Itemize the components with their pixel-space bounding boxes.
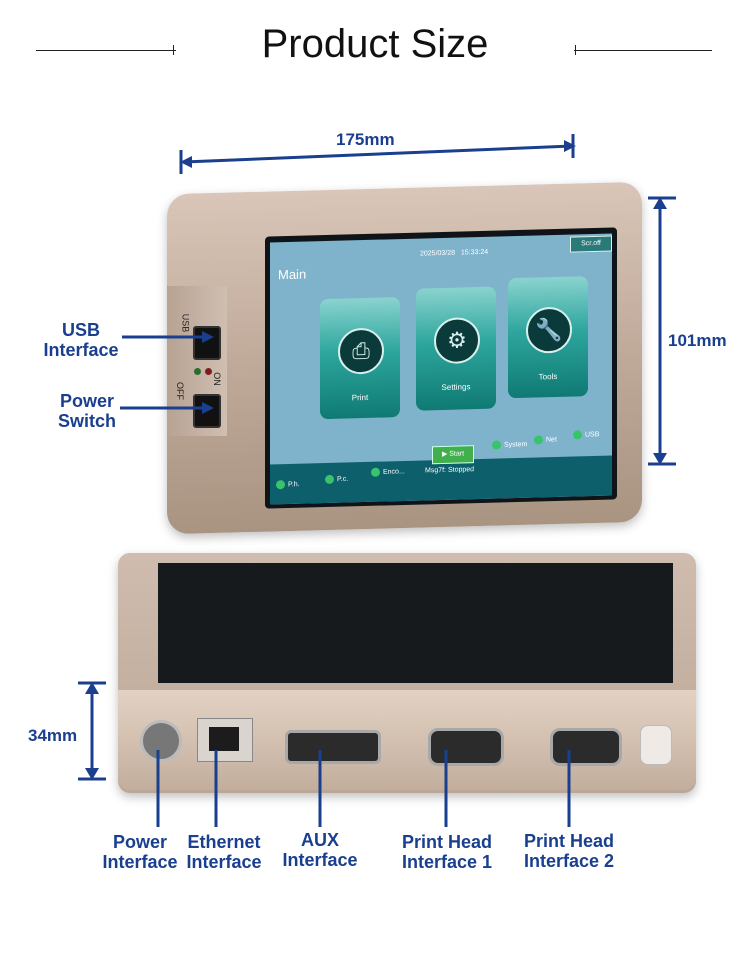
power-switch-line1: Power bbox=[59, 391, 115, 411]
width-arrow bbox=[179, 134, 576, 174]
status-ph-label: P.h. bbox=[288, 481, 300, 489]
power-switch-label: Power Switch bbox=[54, 391, 120, 431]
tile-print[interactable]: ⎙ Print bbox=[320, 297, 400, 420]
start-button[interactable]: ▶ Start bbox=[432, 445, 474, 465]
printhead2-line1: Print Head bbox=[523, 831, 615, 851]
check-icon bbox=[371, 467, 380, 477]
power-interface-line1: Power bbox=[112, 832, 168, 852]
screen-title: Main bbox=[278, 266, 307, 283]
gear-icon: ⚙ bbox=[434, 316, 480, 365]
ethernet-interface-line2: Interface bbox=[186, 852, 262, 872]
check-icon bbox=[573, 430, 582, 440]
antenna-mount bbox=[640, 725, 672, 765]
status-usb-label: USB bbox=[585, 431, 600, 439]
wrench-icon: 🔧 bbox=[526, 306, 572, 354]
tile-tools-label: Tools bbox=[538, 371, 558, 382]
tile-print-label: Print bbox=[351, 392, 369, 403]
depth-arrow bbox=[78, 681, 106, 781]
header-left-rule bbox=[36, 50, 176, 51]
printhead-connector-2 bbox=[550, 728, 622, 766]
screen-time: 15:33:24 bbox=[460, 248, 489, 257]
status-pc: P.c. bbox=[325, 474, 349, 485]
interface-arrows bbox=[156, 750, 571, 827]
aux-interface-line1: AUX bbox=[300, 830, 339, 850]
power-switch-line2: Switch bbox=[57, 411, 116, 431]
touch-display: Main 2025/03/28 15:33:24 Scr.off ⎙ Print… bbox=[270, 233, 612, 505]
status-encoder: Enco... bbox=[371, 467, 405, 477]
printer-icon: ⎙ bbox=[338, 327, 384, 375]
status-led-green bbox=[194, 368, 201, 375]
printhead1-line1: Print Head bbox=[401, 832, 493, 852]
width-dimension-label: 175mm bbox=[336, 130, 395, 149]
height-arrow bbox=[648, 196, 676, 466]
status-encoder-label: Enco... bbox=[383, 468, 405, 476]
printhead-connector-1 bbox=[428, 728, 504, 766]
ethernet-socket bbox=[209, 727, 239, 751]
off-text: OFF bbox=[175, 382, 185, 400]
status-pc-label: P.c. bbox=[337, 475, 349, 484]
ethernet-interface-label: Ethernet Interface bbox=[182, 832, 266, 872]
device-rear-glass bbox=[158, 563, 673, 683]
power-interface-line2: Interface bbox=[102, 852, 178, 872]
aux-interface-label: AUX Interface bbox=[278, 830, 362, 870]
status-led-red bbox=[205, 368, 212, 375]
ethernet-jack bbox=[197, 718, 253, 762]
usb-arrow bbox=[122, 331, 214, 343]
tile-tools[interactable]: 🔧 Tools bbox=[508, 276, 588, 399]
aux-interface-line2: Interface bbox=[282, 850, 358, 870]
check-icon bbox=[276, 480, 285, 490]
tile-settings-label: Settings bbox=[441, 382, 471, 392]
power-jack bbox=[140, 720, 182, 762]
header-left-tick bbox=[173, 45, 174, 55]
usb-interface-line2: Interface bbox=[43, 340, 119, 360]
screen-off-button[interactable]: Scr.off bbox=[570, 235, 612, 253]
printhead2-line2: Interface 2 bbox=[523, 851, 615, 871]
usb-interface-line1: USB bbox=[61, 320, 100, 340]
check-icon bbox=[534, 435, 543, 445]
status-system-label: System bbox=[504, 441, 528, 449]
usb-port bbox=[193, 326, 221, 360]
usb-interface-label: USB Interface bbox=[40, 320, 122, 360]
status-ph: P.h. bbox=[276, 480, 300, 490]
check-icon bbox=[325, 474, 334, 485]
printhead1-interface-label: Print Head Interface 1 bbox=[392, 832, 502, 872]
status-net-label: Net bbox=[546, 436, 557, 444]
printhead2-interface-label: Print Head Interface 2 bbox=[514, 831, 624, 871]
status-message: Msg7f: Stopped bbox=[425, 466, 475, 475]
aux-connector bbox=[285, 730, 381, 764]
header-right-rule bbox=[574, 50, 712, 51]
header-right-tick bbox=[575, 45, 576, 55]
screen-datetime: 2025/03/28 15:33:24 bbox=[420, 249, 488, 258]
status-usb: USB bbox=[573, 430, 599, 440]
status-system: System bbox=[492, 440, 527, 450]
tile-settings[interactable]: ⚙ Settings bbox=[416, 286, 496, 411]
screen-date: 2025/03/28 bbox=[420, 249, 456, 258]
power-interface-label: Power Interface bbox=[98, 832, 182, 872]
on-text: ON bbox=[211, 372, 222, 386]
printhead1-line2: Interface 1 bbox=[401, 852, 493, 872]
ethernet-interface-line1: Ethernet bbox=[187, 832, 261, 852]
power-switch-arrow bbox=[120, 402, 214, 414]
check-icon bbox=[492, 440, 501, 450]
status-net: Net bbox=[534, 435, 557, 445]
height-dimension-label: 101mm bbox=[668, 331, 727, 350]
start-label: Start bbox=[449, 450, 465, 458]
depth-dimension-label: 34mm bbox=[28, 726, 78, 745]
page-title: Product Size bbox=[261, 22, 489, 66]
